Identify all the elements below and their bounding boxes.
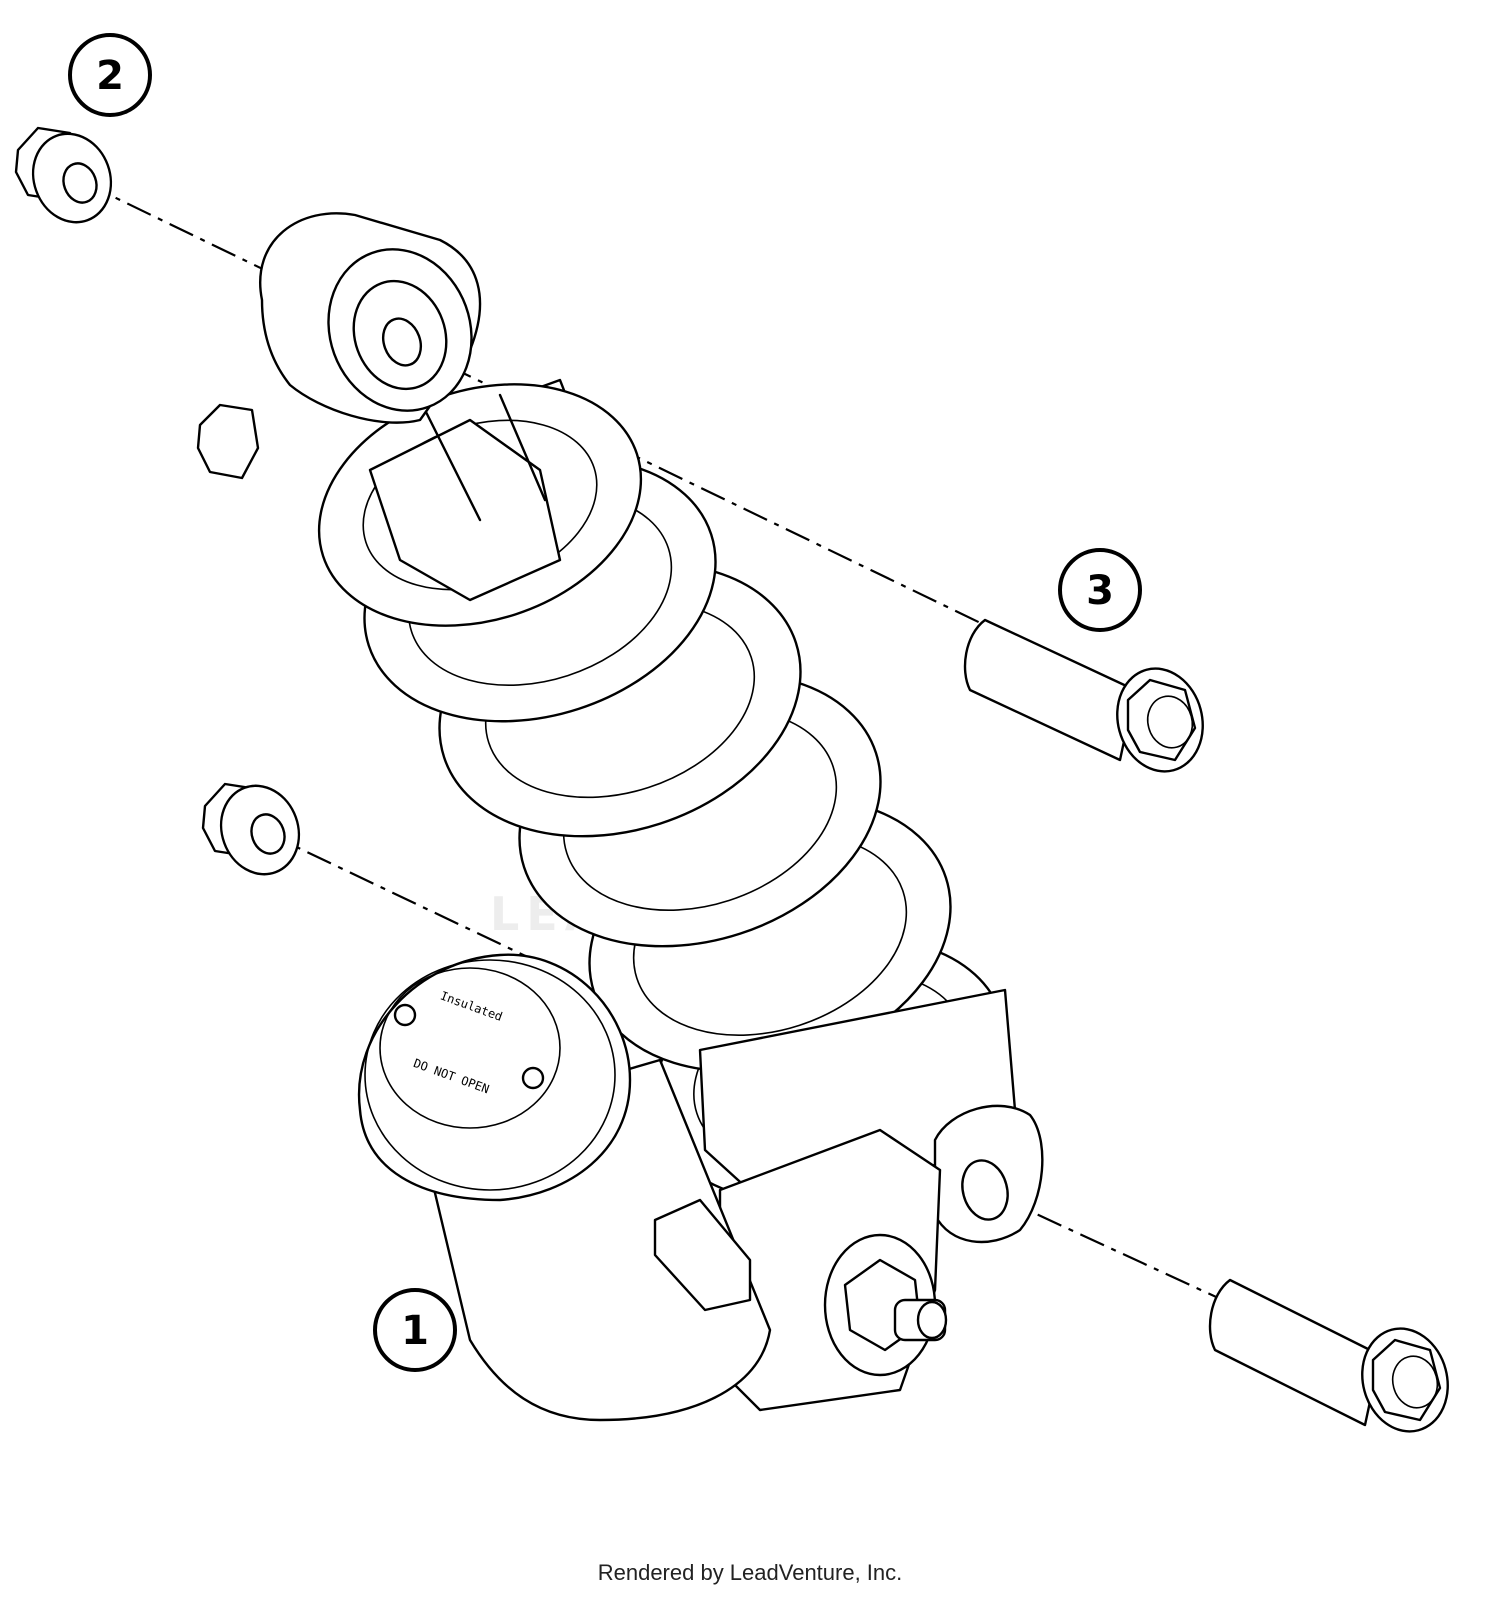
callout-1: 1 <box>373 1288 457 1372</box>
flange-nut-lower[interactable] <box>196 403 313 885</box>
callout-2-label: 2 <box>96 53 124 99</box>
render-credit: Rendered by LeadVenture, Inc. <box>597 1560 903 1585</box>
shock-absorber[interactable]: Insulated DO NOT OPEN <box>259 212 1044 1422</box>
axis-line-lower-right <box>994 1194 1241 1309</box>
top-mounting-eye <box>259 212 482 424</box>
callout-3-label: 3 <box>1086 568 1114 614</box>
flange-bolt-lower[interactable] <box>1208 1278 1459 1441</box>
reservoir: Insulated DO NOT OPEN <box>357 953 772 1422</box>
flange-nut-lower-body[interactable] <box>201 775 311 886</box>
lower-mounting-eye <box>933 1104 1044 1244</box>
callout-2: 2 <box>68 33 152 117</box>
callout-1-label: 1 <box>401 1308 429 1354</box>
axis-line-top-left <box>84 182 276 276</box>
flange-nut-top[interactable] <box>14 123 123 234</box>
callout-3: 3 <box>1058 548 1142 632</box>
flange-bolt-upper[interactable] <box>963 618 1214 781</box>
rebound-adjuster <box>823 1233 948 1377</box>
